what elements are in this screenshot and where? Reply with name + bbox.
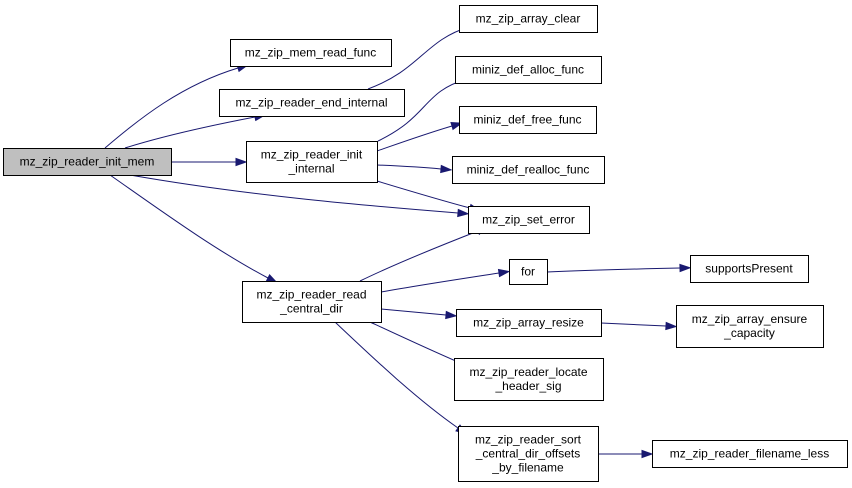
node-box: [676, 305, 824, 348]
node-label: miniz_def_realloc_func: [467, 163, 590, 177]
node-label: mz_zip_mem_read_func: [245, 46, 376, 60]
node-box: [454, 358, 604, 401]
node-box: [652, 440, 848, 468]
node-label: mz_zip_array_clear: [476, 12, 581, 26]
edge-line: [369, 321, 459, 363]
edge-line: [546, 267, 681, 273]
function-node-read_cdir[interactable]: mz_zip_reader_read_central_dir: [242, 281, 382, 323]
call-edge-init_mem-to-init_internal: [171, 157, 248, 167]
edge-line: [104, 67, 239, 149]
arrowhead: [457, 208, 470, 218]
function-node-def_alloc[interactable]: miniz_def_alloc_func: [455, 56, 602, 84]
call-edge-init_internal-to-def_realloc: [376, 164, 453, 174]
node-box: [219, 89, 405, 117]
node-label: _header_sig: [494, 379, 561, 393]
call-edge-read_cdir-to-sort_cdir: [334, 321, 468, 435]
node-box: [458, 426, 599, 482]
edge-line: [334, 321, 459, 429]
node-box: [3, 148, 172, 176]
node-label: _by_filename: [491, 461, 564, 475]
node-box: [246, 141, 378, 183]
arrowhead: [679, 263, 692, 273]
call-edge-init_mem-to-set_error: [129, 174, 470, 218]
call-edge-read_cdir-to-set_error: [359, 226, 489, 282]
call-edge-init_mem-to-read_cdir: [109, 174, 279, 284]
function-node-mem_read[interactable]: mz_zip_mem_read_func: [230, 39, 392, 67]
function-node-sort_cdir[interactable]: mz_zip_reader_sort_central_dir_offsets_b…: [458, 426, 599, 482]
node-box: [452, 156, 605, 184]
function-node-locate_sig[interactable]: mz_zip_reader_locate_header_sig: [454, 358, 604, 401]
edge-line: [359, 230, 479, 282]
node-label: mz_zip_reader_init: [261, 148, 363, 162]
node-label: for: [521, 265, 535, 279]
node-box: [230, 39, 392, 67]
edge-line: [376, 164, 442, 170]
node-label: mz_zip_reader_filename_less: [670, 447, 829, 461]
arrowhead: [665, 321, 678, 331]
node-box: [690, 255, 809, 283]
arrowhead: [235, 157, 248, 167]
node-box: [459, 5, 598, 33]
call-edge-init_internal-to-set_error: [376, 180, 482, 212]
edge-line: [109, 174, 269, 279]
function-nodes: mz_zip_reader_init_mem mz_zip_mem_read_fu…: [3, 5, 848, 482]
edge-line: [376, 125, 453, 152]
edge-line: [600, 322, 667, 327]
edge-line: [380, 272, 500, 293]
function-node-filename_less[interactable]: mz_zip_reader_filename_less: [652, 440, 848, 468]
node-label: miniz_def_alloc_func: [472, 63, 584, 77]
call-edge-init_mem-to-end_internal: [124, 113, 267, 149]
edge-line: [377, 78, 468, 142]
function-node-def_free[interactable]: miniz_def_free_func: [459, 106, 597, 134]
node-box: [468, 206, 590, 234]
node-label: _internal: [287, 162, 334, 176]
edge-line: [124, 116, 256, 149]
function-node-array_clear[interactable]: mz_zip_array_clear: [459, 5, 598, 33]
node-label: _central_dir: [279, 302, 343, 316]
edge-line: [380, 308, 447, 316]
call-edge-read_cdir-to-array_resize: [380, 308, 458, 320]
function-node-for[interactable]: for: [509, 259, 548, 285]
arrowhead: [440, 164, 453, 174]
node-label: miniz_def_free_func: [473, 113, 581, 127]
node-label: mz_zip_reader_read: [256, 288, 366, 302]
call-edge-for-to-supports_present: [546, 263, 692, 273]
node-label: mz_zip_reader_locate: [469, 365, 587, 379]
edge-line: [367, 26, 470, 90]
function-node-array_resize[interactable]: mz_zip_array_resize: [456, 309, 602, 337]
function-node-init_mem[interactable]: mz_zip_reader_init_mem: [3, 148, 172, 176]
call-edge-init_internal-to-def_free: [376, 122, 464, 152]
call-edge-read_cdir-to-locate_sig: [369, 321, 469, 367]
node-label: supportsPresent: [705, 262, 793, 276]
node-label: mz_zip_reader_end_internal: [235, 96, 387, 110]
node-label: _central_dir_offsets: [475, 447, 581, 461]
node-label: mz_zip_reader_sort: [475, 433, 582, 447]
arrowhead: [641, 449, 654, 459]
node-box: [456, 309, 602, 337]
node-box: [455, 56, 602, 84]
function-node-end_internal[interactable]: mz_zip_reader_end_internal: [219, 89, 405, 117]
call-edge-read_cdir-to-for: [380, 268, 511, 293]
node-label: mz_zip_array_ensure: [692, 312, 808, 326]
node-label: mz_zip_array_resize: [473, 316, 584, 330]
function-node-ensure_capacity[interactable]: mz_zip_array_ensure_capacity: [676, 305, 824, 348]
call-edge-array_resize-to-ensure_capacity: [600, 321, 678, 331]
node-box: [459, 106, 597, 134]
arrowhead: [497, 268, 511, 278]
node-label: _capacity: [723, 326, 775, 340]
arrowhead: [445, 310, 458, 320]
function-node-def_realloc[interactable]: miniz_def_realloc_func: [452, 156, 605, 184]
node-label: mz_zip_set_error: [482, 213, 575, 227]
arrowhead: [450, 122, 464, 131]
node-box: [509, 259, 548, 285]
node-label: mz_zip_reader_init_mem: [20, 155, 155, 169]
node-box: [242, 281, 382, 323]
function-node-init_internal[interactable]: mz_zip_reader_init_internal: [246, 141, 378, 183]
edge-line: [129, 174, 459, 214]
function-node-set_error[interactable]: mz_zip_set_error: [468, 206, 590, 234]
call-edge-sort_cdir-to-filename_less: [597, 449, 654, 459]
function-node-supports_present[interactable]: supportsPresent: [690, 255, 809, 283]
edge-line: [376, 180, 471, 209]
